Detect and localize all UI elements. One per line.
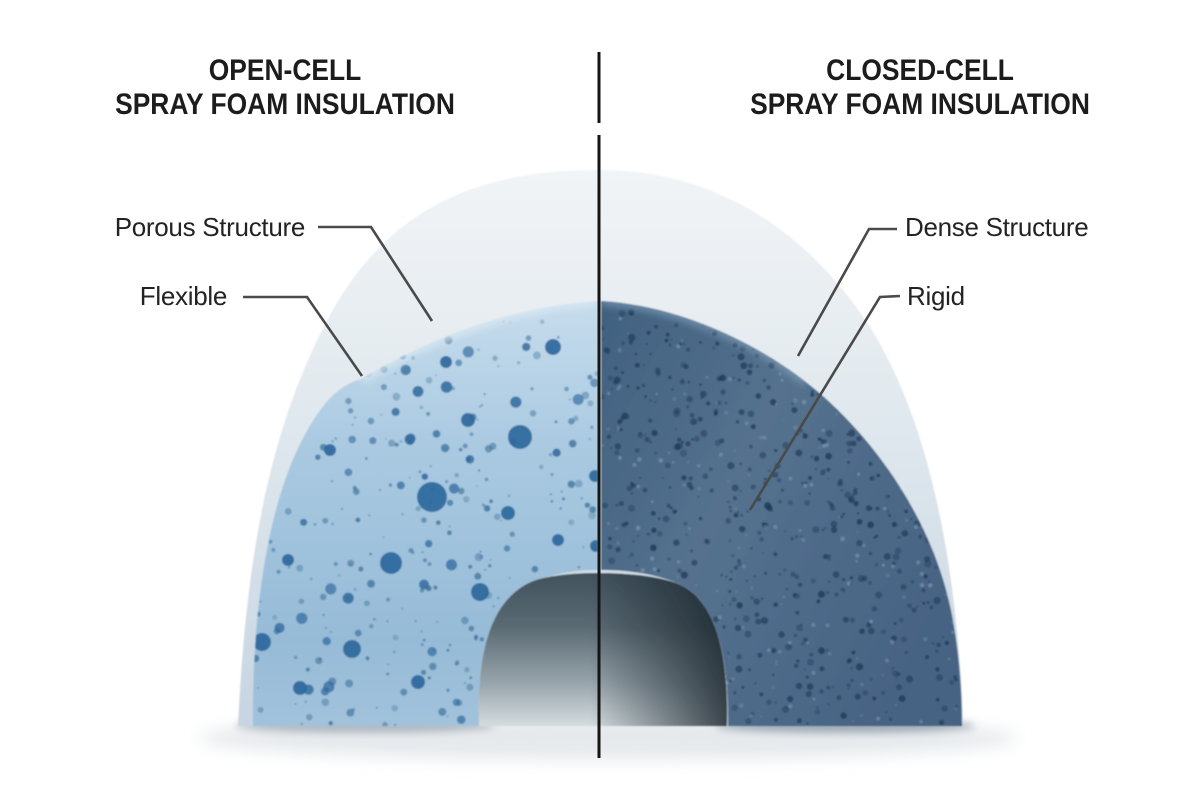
closed-cell-foam-face — [601, 301, 962, 726]
label-porous-structure: Porous Structure — [114, 212, 306, 242]
callout-line-porous-structure — [318, 225, 434, 322]
closed-cell-title: CLOSED-CELL SPRAY FOAM INSULATION — [722, 54, 1118, 122]
closed-cell-title-line1: CLOSED-CELL — [826, 54, 1014, 87]
callout-line-dense-structure — [796, 227, 897, 357]
open-cell-foam-face — [252, 301, 598, 726]
tunnel-interior-right-shade — [478, 572, 728, 726]
callout-line-rigid — [748, 294, 901, 511]
closed-cell-title-line2: SPRAY FOAM INSULATION — [750, 88, 1090, 121]
label-rigid: Rigid — [907, 281, 965, 311]
callout-line-flexible — [243, 295, 364, 377]
open-cell-title: OPEN-CELL SPRAY FOAM INSULATION — [87, 54, 483, 122]
closed-cell-face-rim-highlight — [601, 301, 809, 386]
open-cell-title-line2: SPRAY FOAM INSULATION — [115, 88, 455, 121]
open-cell-face-rim-highlight — [358, 301, 598, 384]
open-cell-title-line1: OPEN-CELL — [208, 54, 362, 87]
label-flexible: Flexible — [139, 281, 228, 311]
label-dense-structure: Dense Structure — [905, 212, 1089, 242]
